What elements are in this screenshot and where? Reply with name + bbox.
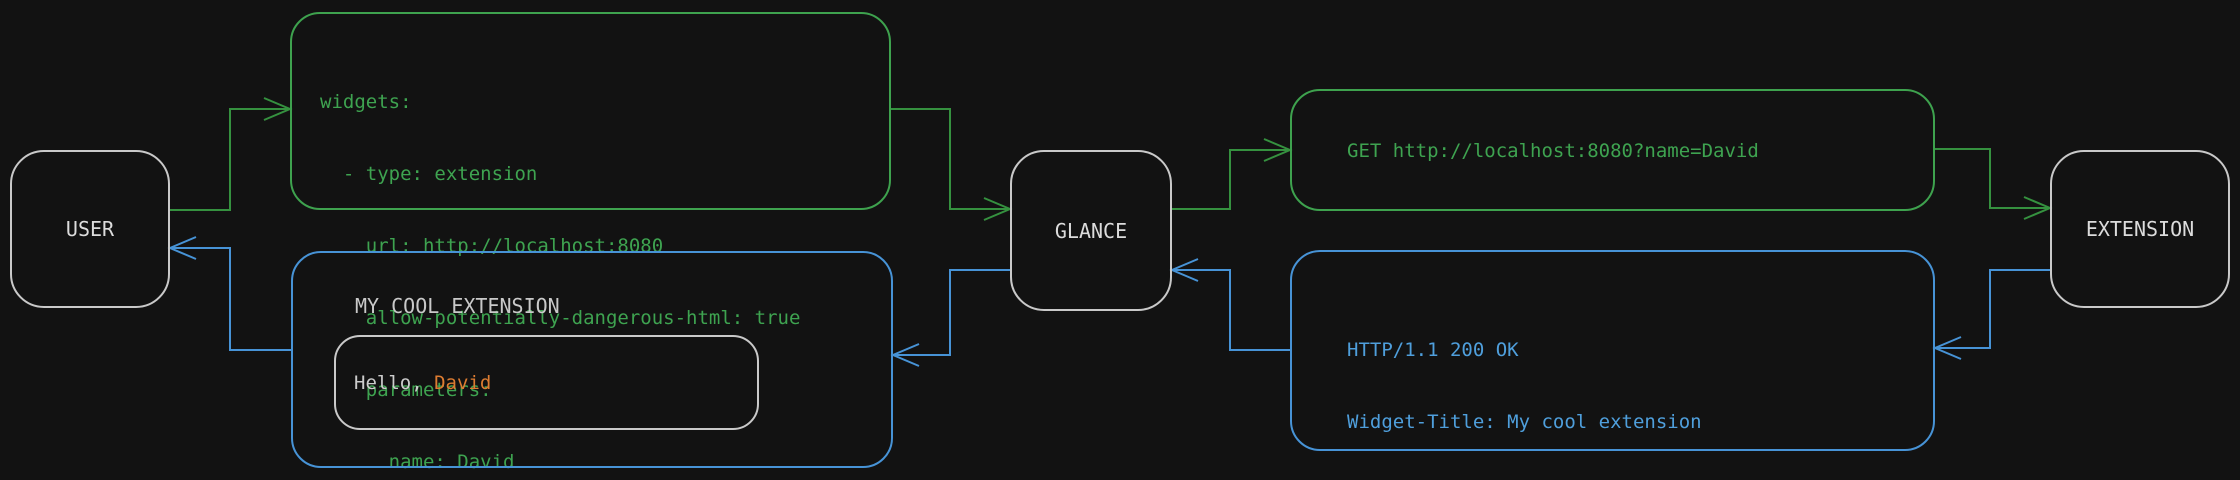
edge-glance-to-request [1172,149,1290,210]
edge-user-to-config [170,108,290,211]
http-request-box: GET http://localhost:8080?name=David [1290,89,1935,211]
arrowhead-glance-to-widget [890,343,920,367]
widget-preview-title: MY COOL EXTENSION [355,294,560,318]
node-user: USER [10,150,170,308]
edge-extension-to-response [1935,269,2050,349]
edge-glance-to-widget [893,269,1010,356]
widget-preview-box: MY COOL EXTENSION Hello, David [291,251,893,468]
http-response-box: HTTP/1.1 200 OK Widget-Title: My cool ex… [1290,250,1935,451]
edge-request-to-extension [1935,148,2050,209]
config-line: widgets: [320,91,412,113]
edge-response-to-glance [1172,269,1290,351]
node-user-label: USER [65,217,115,241]
node-extension-label: EXTENSION [2085,217,2195,241]
node-glance-label: GLANCE [1054,218,1128,243]
edge-widget-to-user [170,247,291,351]
http-request-line: GET http://localhost:8080?name=David [1347,140,1759,162]
arrowhead-widget-to-user [167,236,197,260]
response-line: HTTP/1.1 200 OK [1347,339,1519,361]
arrowhead-response-to-glance [1169,258,1199,282]
http-response-code: HTTP/1.1 200 OK Widget-Title: My cool ex… [1347,290,1885,480]
response-line: Widget-Title: My cool extension [1347,411,1702,433]
edge-config-to-glance [891,108,1010,210]
widget-greeting-box: Hello, David [334,335,759,430]
node-extension: EXTENSION [2050,150,2230,308]
greeting-prefix: Hello, [354,371,435,394]
config-line: parameters: [320,379,492,401]
config-line: allow-potentially-dangerous-html: true [320,307,801,329]
arrowhead-extension-to-response [1932,336,1962,360]
config-yaml-box: widgets: - type: extension url: http://l… [290,12,891,473]
config-line: - type: extension [320,163,538,185]
node-glance: GLANCE [1010,150,1172,311]
greeting-name: David [434,371,492,394]
